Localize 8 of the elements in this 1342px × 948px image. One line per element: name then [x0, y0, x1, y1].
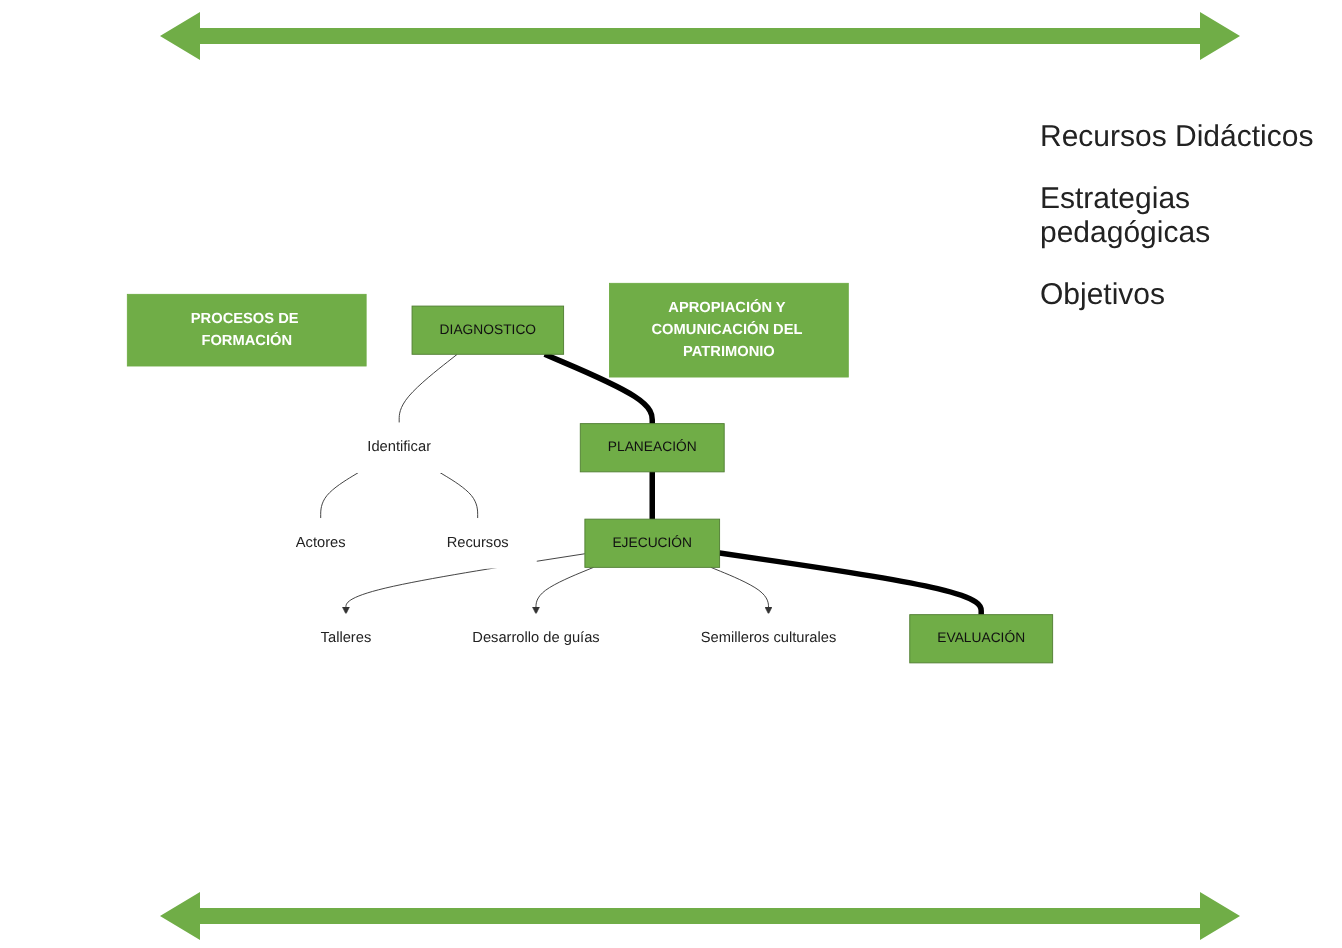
connector — [649, 472, 655, 520]
step-label: Estrategias pedagógicas — [1040, 182, 1213, 250]
connector — [320, 472, 359, 520]
connector — [543, 352, 655, 425]
step-label: Recursos Didácticos — [1040, 120, 1316, 154]
step-label: Objetivos — [1040, 278, 1168, 312]
connector — [439, 472, 479, 520]
connector — [398, 354, 458, 424]
